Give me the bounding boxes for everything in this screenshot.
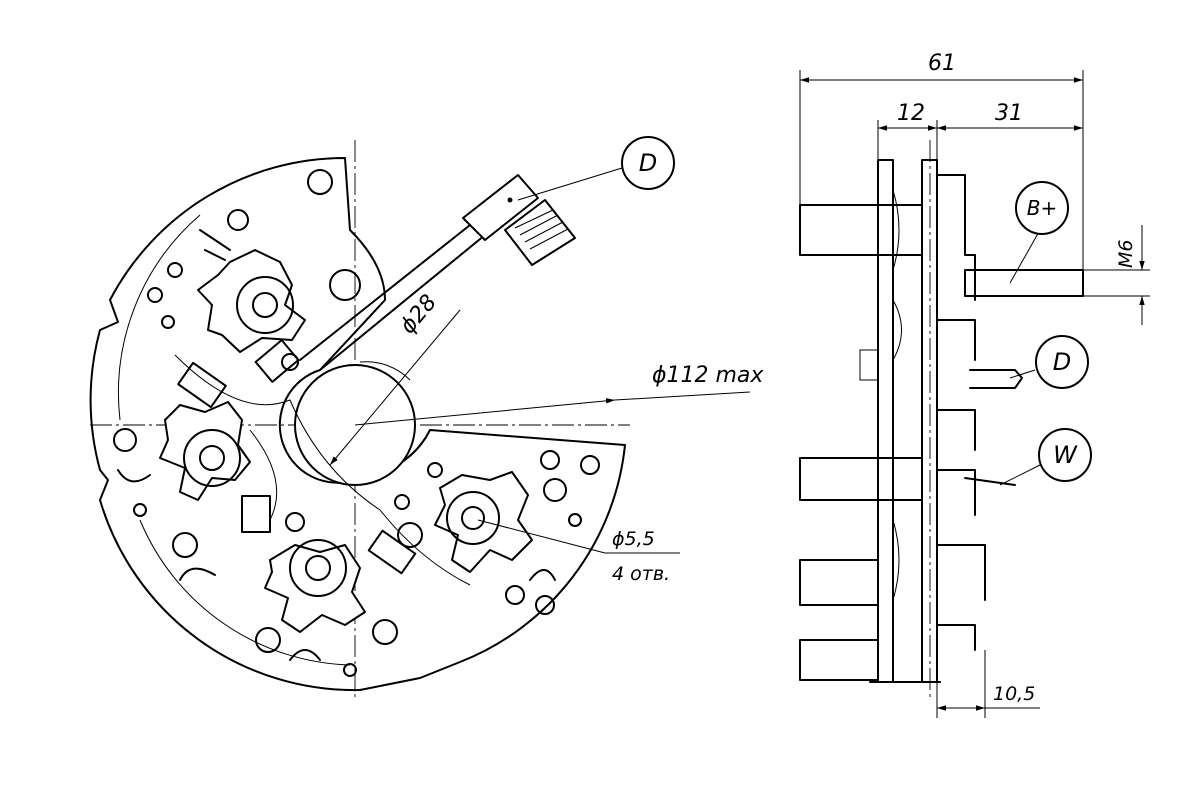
holes-leader xyxy=(477,519,606,554)
callout-bubble-w xyxy=(1038,428,1092,482)
outer-dimension: ϕ112 max xyxy=(652,363,764,388)
outer-dimension-line xyxy=(354,398,616,426)
terminal-eyelets xyxy=(117,229,556,661)
diode-star-bottom xyxy=(264,539,366,633)
d-terminal-connector xyxy=(462,174,576,266)
plate-thickness-label: 10,5 xyxy=(993,683,1035,705)
overall-width-label: 61 xyxy=(928,51,956,76)
callout-label-w: W xyxy=(1053,441,1078,469)
side-stud-upper xyxy=(799,204,923,256)
component-block-3 xyxy=(367,529,417,575)
heatsink-plate-outline xyxy=(89,156,626,692)
bore-dimension: ϕ28 xyxy=(395,290,441,339)
callout-label-d-side: D xyxy=(1053,348,1071,376)
mounting-holes xyxy=(113,169,600,677)
side-stud-lower-b xyxy=(799,639,879,681)
side-plate-right xyxy=(921,159,938,683)
callout-bubble-bplus xyxy=(1015,181,1069,235)
terminal-wire-channel xyxy=(299,224,471,361)
bore-dimension-line xyxy=(329,309,461,466)
dim-a-label: 12 xyxy=(897,101,925,126)
callout-bubble-d-side xyxy=(1035,335,1089,389)
holes-dimension: ϕ5,5 xyxy=(612,528,655,550)
component-block-2 xyxy=(241,495,271,533)
callout-bubble-d-front xyxy=(621,136,675,190)
front-d-leader xyxy=(517,167,623,201)
positive-bolt xyxy=(964,269,1084,297)
diode-star-top xyxy=(197,249,306,353)
callout-label-bplus: B+ xyxy=(1027,196,1057,220)
thread-label: M6 xyxy=(1115,240,1137,268)
callout-label-d-front: D xyxy=(639,149,657,177)
diode-star-right xyxy=(434,471,533,573)
side-stud-middle xyxy=(799,457,923,501)
side-stud-lower-a xyxy=(799,559,879,606)
dim-b-label: 31 xyxy=(995,101,1023,126)
component-block-1 xyxy=(177,361,227,409)
side-view xyxy=(799,70,1150,718)
diode-star-left xyxy=(159,401,251,501)
side-plate-left xyxy=(877,159,894,683)
holes-count: 4 отв. xyxy=(612,563,670,585)
component-block-4 xyxy=(254,339,300,383)
front-view xyxy=(89,140,751,700)
